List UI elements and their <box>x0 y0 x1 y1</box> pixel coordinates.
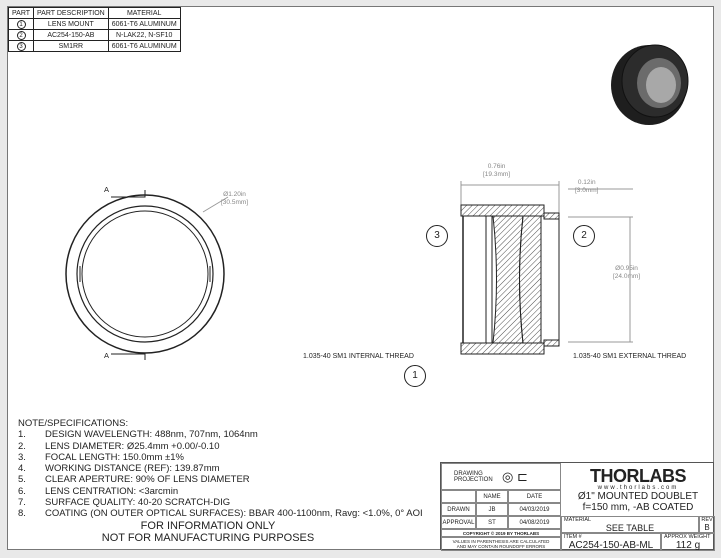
note-item: 4.WORKING DISTANCE (REF): 139.87mm <box>18 463 220 475</box>
callout-bubble-2: 2 <box>573 225 595 247</box>
not-for-manufacturing-note: NOT FOR MANUFACTURING PURPOSES <box>101 531 315 544</box>
note-item: 5.CLEAR APERTURE: 90% OF LENS DIAMETER <box>18 474 250 486</box>
section-label-bottom: A <box>104 351 110 360</box>
part-material: 6061-T6 ALUMINUM <box>107 40 181 52</box>
part-number: 1 <box>16 19 26 29</box>
note-item: 6.LENS CENTRATION: <3arcmin <box>18 485 179 497</box>
note-item: 1.DESIGN WAVELENGTH: 488nm, 707nm, 1064n… <box>18 429 258 441</box>
callout-bubble-1: 1 <box>404 365 426 387</box>
note-item: 8.COATING (ON OUTER OPTICAL SURFACES): B… <box>18 508 423 520</box>
drawing-title: Ø1" MOUNTED DOUBLET <box>577 490 699 502</box>
info-only-note: FOR INFORMATION ONLY <box>140 519 276 532</box>
title-block: DRAWING PROJECTION◎ ⊏ NAME DATE DRAWN JB… <box>440 462 715 551</box>
part-number: 3 <box>16 41 26 51</box>
part-description: LENS MOUNT <box>33 18 109 30</box>
part-number: 2 <box>16 30 26 40</box>
thorlabs-logo: THORLABS <box>590 465 687 486</box>
projection-label: DRAWING PROJECTION <box>454 470 493 483</box>
product-render <box>611 44 689 125</box>
section-label-top: A <box>104 185 110 194</box>
part-description: SM1RR <box>33 40 109 52</box>
front-diameter-dim: Ø1.20in[30.5mm] <box>221 191 249 206</box>
notes-specifications: NOTE/SPECIFICATIONS: 1.DESIGN WAVELENGTH… <box>18 418 423 544</box>
front-view <box>65 190 229 360</box>
external-thread-label: 1.035-40 SM1 EXTERNAL THREAD <box>573 353 687 360</box>
header-part: PART <box>7 7 35 19</box>
header-description: PART DESCRIPTION <box>33 7 109 19</box>
inner-diameter-dim: Ø0.95in[24.0mm] <box>613 265 641 280</box>
part-description: AC254-150-AB <box>33 29 109 41</box>
section-view <box>460 181 633 355</box>
item-number: AC254-150-AB-ML <box>568 539 654 551</box>
note-item: 2.LENS DIAMETER: Ø25.4mm +0.00/-0.10 <box>18 440 220 452</box>
part-material: 6061-T6 ALUMINUM <box>107 18 181 30</box>
notes-title: NOTE/SPECIFICATIONS: <box>18 418 129 429</box>
note-item: 3.FOCAL LENGTH: 150.0mm ±1% <box>18 451 184 463</box>
thread-length-dim: 0.12in[3.0mm] <box>575 179 599 194</box>
header-material: MATERIAL <box>107 7 181 19</box>
callout-bubble-3: 3 <box>426 225 448 247</box>
part-material: N-LAK22, N-SF10 <box>107 29 181 41</box>
internal-thread-label: 1.035-40 SM1 INTERNAL THREAD <box>303 353 414 360</box>
projection-symbol-icon: ◎ ⊏ <box>502 468 528 484</box>
note-item: 7.SURFACE QUALITY: 40-20 SCRATCH-DIG <box>18 497 231 509</box>
length-dim: 0.76in[19.3mm] <box>483 163 511 178</box>
